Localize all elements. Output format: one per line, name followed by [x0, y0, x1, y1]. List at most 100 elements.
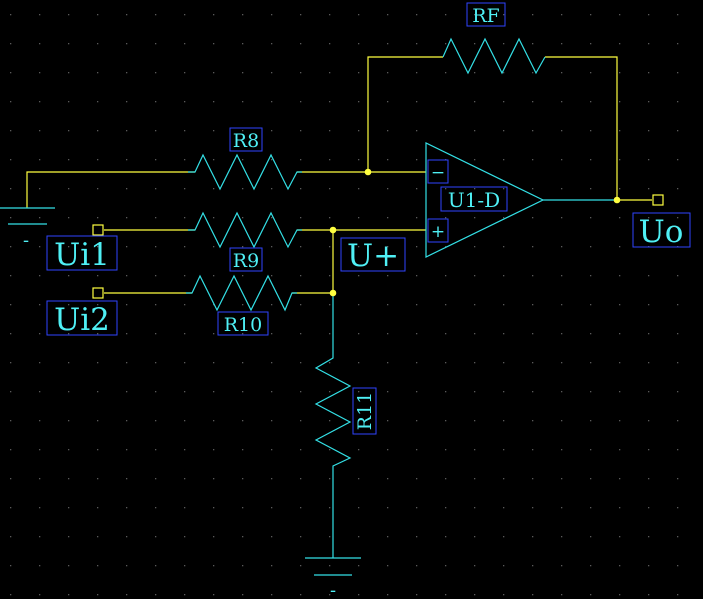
grid-dot: [677, 43, 679, 45]
grid-dot: [242, 43, 244, 45]
grid-dot: [97, 420, 99, 422]
grid-dot: [329, 304, 331, 306]
grid-dot: [155, 101, 157, 103]
grid-dot: [532, 333, 534, 335]
grid-dot: [329, 478, 331, 480]
grid-dot: [474, 159, 476, 161]
grid-dot: [126, 217, 128, 219]
grid-dot: [358, 304, 360, 306]
grid-dot: [677, 478, 679, 480]
grid-dot: [561, 159, 563, 161]
label-r9: R9: [233, 250, 259, 272]
grid-dot: [532, 159, 534, 161]
grid-dot: [677, 217, 679, 219]
grid-dot: [39, 246, 41, 248]
grid-dot: [677, 536, 679, 538]
grid-dot: [242, 449, 244, 451]
grid-dot: [619, 594, 621, 596]
grid-dot: [387, 391, 389, 393]
grid-dot: [155, 43, 157, 45]
grid-dot: [445, 594, 447, 596]
grid-dot: [39, 217, 41, 219]
grid-dot: [590, 188, 592, 190]
grid-dot: [126, 188, 128, 190]
grid-dot: [97, 14, 99, 16]
grid-dot: [474, 275, 476, 277]
grid-dot: [68, 43, 70, 45]
grid-dot: [68, 565, 70, 567]
label-ui1: Ui1: [54, 237, 110, 273]
grid-dot: [10, 275, 12, 277]
grid-dot: [358, 449, 360, 451]
port-uo[interactable]: [652, 194, 664, 206]
grid-dot: [648, 72, 650, 74]
grid-dot: [445, 275, 447, 277]
grid-dot: [387, 507, 389, 509]
grid-dot: [97, 188, 99, 190]
grid-dot: [445, 420, 447, 422]
grid-dot: [271, 217, 273, 219]
grid-dot: [10, 507, 12, 509]
grid-dot: [97, 43, 99, 45]
grid-dot: [648, 420, 650, 422]
grid-dot: [39, 188, 41, 190]
grid-dot: [561, 420, 563, 422]
grid-dot: [184, 594, 186, 596]
grid-dot: [68, 217, 70, 219]
grid-dot: [648, 188, 650, 190]
port-ui1[interactable]: [92, 224, 104, 236]
grid-dot: [242, 507, 244, 509]
grid-dot: [97, 449, 99, 451]
grid-dot: [300, 478, 302, 480]
grid-dot: [271, 275, 273, 277]
grid-dot: [416, 565, 418, 567]
grid-dot: [213, 333, 215, 335]
grid-dot: [329, 101, 331, 103]
grid-dot: [184, 362, 186, 364]
grid-dot: [503, 391, 505, 393]
grid-dot: [126, 43, 128, 45]
grid-dot: [213, 565, 215, 567]
grid-dot: [155, 391, 157, 393]
grid-dot: [677, 420, 679, 422]
grid-dot: [416, 159, 418, 161]
grid-dot: [155, 565, 157, 567]
grid-dot: [474, 507, 476, 509]
grid-dot: [648, 304, 650, 306]
grid-dot: [242, 101, 244, 103]
grid-dot: [387, 101, 389, 103]
grid-dot: [474, 14, 476, 16]
grid-dot: [242, 188, 244, 190]
grid-dot: [677, 101, 679, 103]
grid-dot: [561, 246, 563, 248]
resistor-r11: [314, 293, 352, 558]
grid-dot: [358, 275, 360, 277]
wire-ground-r8: [26, 171, 195, 208]
grid-dot: [184, 391, 186, 393]
grid-dot: [416, 420, 418, 422]
grid-dot: [329, 130, 331, 132]
grid-dot: [97, 217, 99, 219]
grid-dot: [532, 217, 534, 219]
grid-dot: [474, 536, 476, 538]
grid-dot: [590, 391, 592, 393]
grid-dot: [474, 362, 476, 364]
grid-dot: [503, 217, 505, 219]
grid-dot: [271, 72, 273, 74]
port-ui2[interactable]: [92, 287, 104, 299]
grid-dot: [184, 275, 186, 277]
grid-dot: [300, 72, 302, 74]
grid-dot: [532, 304, 534, 306]
grid-dot: [358, 594, 360, 596]
grid-dot: [619, 14, 621, 16]
grid-dot: [68, 159, 70, 161]
grid-dot: [445, 14, 447, 16]
grid-dot: [126, 72, 128, 74]
grid-dot: [474, 391, 476, 393]
grid-dot: [474, 246, 476, 248]
grid-dot: [97, 101, 99, 103]
grid-dot: [10, 478, 12, 480]
opamp-u1d: [425, 142, 545, 258]
grid-dot: [271, 478, 273, 480]
grid-dot: [561, 72, 563, 74]
